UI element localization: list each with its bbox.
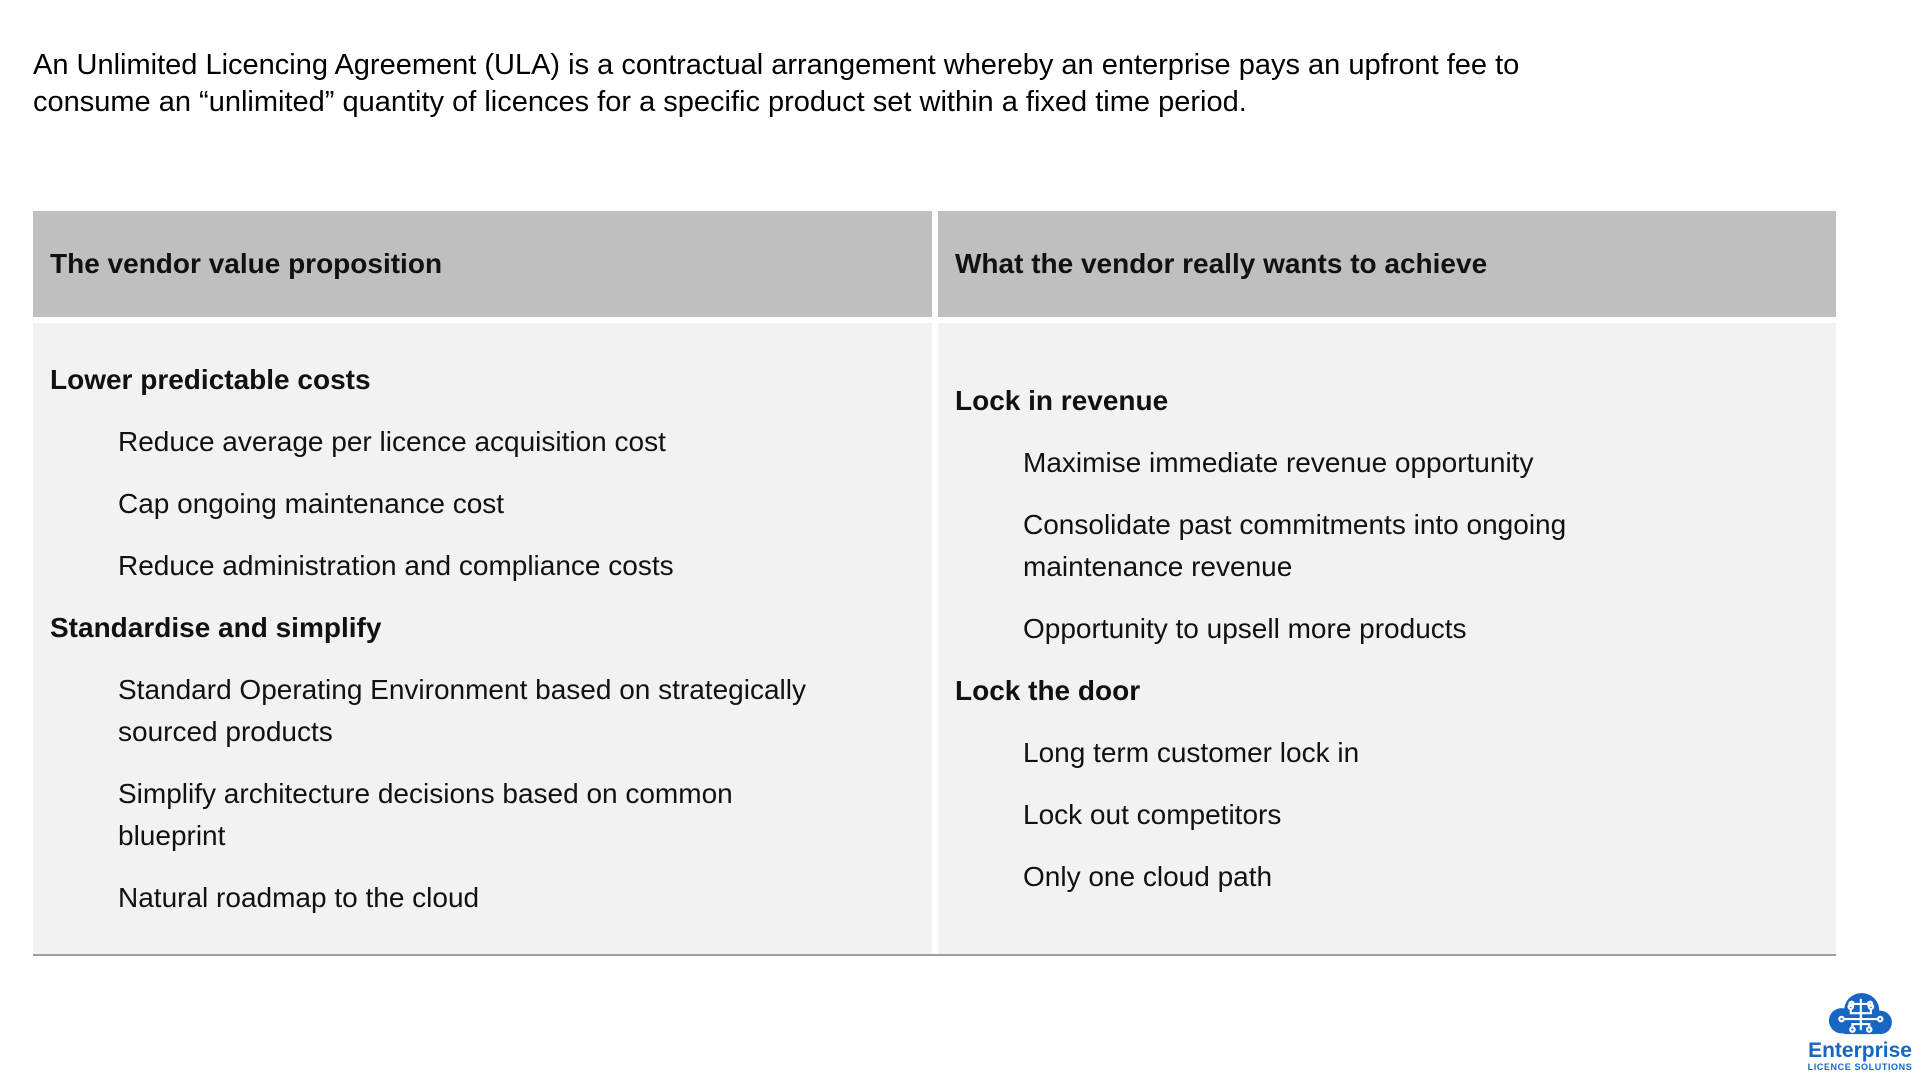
logo-tagline: LICENCE SOLUTIONS xyxy=(1807,1062,1913,1072)
section-heading-lock-the-door: Lock the door xyxy=(955,674,1141,706)
logo-company-name: Enterprise xyxy=(1808,1039,1912,1062)
section-heading-lower-predictable-costs: Lower predictable costs xyxy=(50,363,371,395)
vendor-value-proposition-cell: Lower predictable costs Reduce average p… xyxy=(33,323,932,954)
intro-line-1: An Unlimited Licencing Agreement (ULA) i… xyxy=(33,49,1520,81)
intro-paragraph: An Unlimited Licencing Agreement (ULA) i… xyxy=(33,47,1893,121)
column-header-vendor-value-proposition: The vendor value proposition xyxy=(33,211,932,317)
list-item: Standard Operating Environment based on … xyxy=(118,673,806,747)
list-item: Opportunity to upsell more products xyxy=(1023,612,1467,644)
list-item: Only one cloud path xyxy=(1023,860,1273,892)
company-logo: Enterprise LICENCE SOLUTIONS xyxy=(1800,987,1920,1073)
vendor-really-wants-cell: Lock in revenue Maximise immediate reven… xyxy=(938,323,1836,954)
list-item: Reduce average per licence acquisition c… xyxy=(118,425,666,457)
list-item: Maximise immediate revenue opportunity xyxy=(1023,446,1534,478)
list-item: Long term customer lock in xyxy=(1023,736,1360,768)
list-item: Reduce administration and compliance cos… xyxy=(118,549,674,581)
list-item: Lock out competitors xyxy=(1023,798,1282,830)
cloud-circuit-icon xyxy=(1800,987,1920,1041)
section-heading-standardise-and-simplify: Standardise and simplify xyxy=(50,611,382,643)
section-heading-lock-in-revenue: Lock in revenue xyxy=(955,384,1169,416)
comparison-table: The vendor value proposition What the ve… xyxy=(33,211,1836,956)
list-item: Consolidate past commitments into ongoin… xyxy=(1023,508,1567,582)
list-item: Cap ongoing maintenance cost xyxy=(118,487,505,519)
list-item: Natural roadmap to the cloud xyxy=(118,881,480,913)
column-header-label: What the vendor really wants to achieve xyxy=(955,248,1488,279)
list-item: Simplify architecture decisions based on… xyxy=(118,777,733,851)
intro-line-2: consume an “unlimited” quantity of licen… xyxy=(33,86,1247,118)
column-header-vendor-really-wants: What the vendor really wants to achieve xyxy=(938,211,1836,317)
column-header-label: The vendor value proposition xyxy=(50,248,443,279)
